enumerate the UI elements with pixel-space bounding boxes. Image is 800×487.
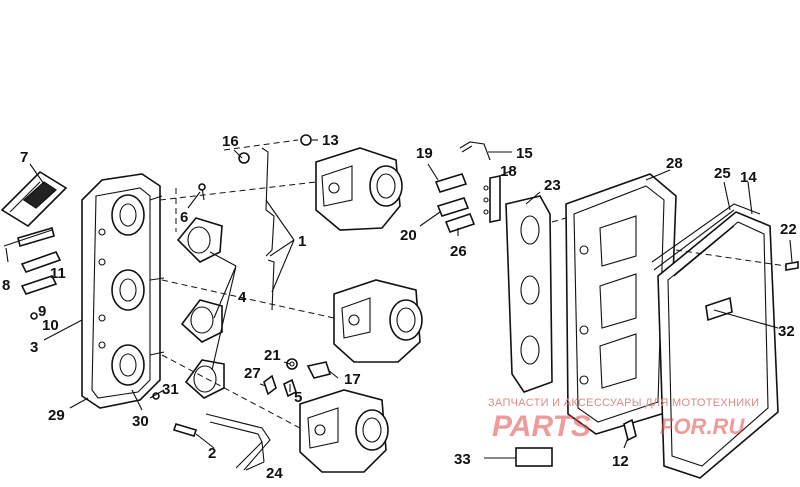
- callout-23: 23: [544, 177, 561, 194]
- callout-4: 4: [238, 289, 247, 306]
- carburetor-top: [300, 134, 403, 231]
- gasket-23: [505, 195, 553, 393]
- callout-18: 18: [500, 163, 517, 180]
- reed-plate: [0, 170, 68, 228]
- small-hardware: [152, 152, 332, 437]
- callout-7: 7: [20, 149, 28, 166]
- fuel-hose-24: [205, 413, 271, 471]
- callout-5: 5: [294, 389, 302, 406]
- callout-1: 1: [298, 233, 306, 250]
- watermark-brand-left: PARTS: [492, 410, 591, 443]
- callout-17: 17: [344, 371, 361, 388]
- callout-25: 25: [714, 165, 731, 182]
- callout-3: 3: [30, 339, 38, 356]
- callout-22: 22: [780, 221, 797, 238]
- carburetor-middle: [333, 279, 423, 363]
- callout-24: 24: [266, 465, 283, 482]
- callout-26: 26: [450, 243, 467, 260]
- callout-32: 32: [778, 323, 795, 340]
- callout-6: 6: [180, 209, 188, 226]
- screws: [623, 261, 799, 442]
- assembly-lines: [159, 139, 787, 429]
- silencer-cover: [657, 211, 779, 479]
- callout-2: 2: [208, 445, 216, 462]
- hoses-and-fittings: [434, 141, 501, 233]
- carb-gaskets: [176, 217, 225, 399]
- callout-20: 20: [400, 227, 417, 244]
- intake-manifold: [81, 173, 165, 409]
- callout-15: 15: [516, 145, 533, 162]
- callout-8: 8: [2, 277, 10, 294]
- decal-33: [515, 447, 553, 467]
- callout-31: 31: [162, 381, 179, 398]
- callouts: 1 2 3 4 5 6 7 8 9 10 11 12 13 14 15 16 1…: [2, 132, 797, 482]
- callout-19: 19: [416, 145, 433, 162]
- callout-10: 10: [42, 317, 59, 334]
- callout-30: 30: [132, 413, 149, 430]
- callout-16: 16: [222, 133, 239, 150]
- watermark-brand-right: FOR.RU: [660, 414, 745, 439]
- callout-11: 11: [50, 265, 66, 282]
- callout-29: 29: [48, 407, 65, 424]
- reed-stops: [3, 226, 62, 320]
- callout-21: 21: [264, 347, 281, 364]
- callout-13: 13: [322, 132, 339, 149]
- callout-27: 27: [244, 365, 261, 382]
- callout-12: 12: [612, 453, 629, 470]
- leader-lines: [5, 139, 793, 471]
- callout-9: 9: [38, 303, 46, 320]
- watermark-caption: ЗАПЧАСТИ И АКСЕССУАРЫ ДЛЯ МОТОТЕХНИКИ: [488, 397, 759, 409]
- callout-14: 14: [740, 169, 757, 186]
- callout-33: 33: [454, 451, 471, 468]
- watermark: ЗАПЧАСТИ И АКСЕССУАРЫ ДЛЯ МОТОТЕХНИКИ PA…: [488, 397, 759, 443]
- callout-28: 28: [666, 155, 683, 172]
- throttle-links: [261, 147, 275, 311]
- carburetor-bottom: [299, 389, 389, 473]
